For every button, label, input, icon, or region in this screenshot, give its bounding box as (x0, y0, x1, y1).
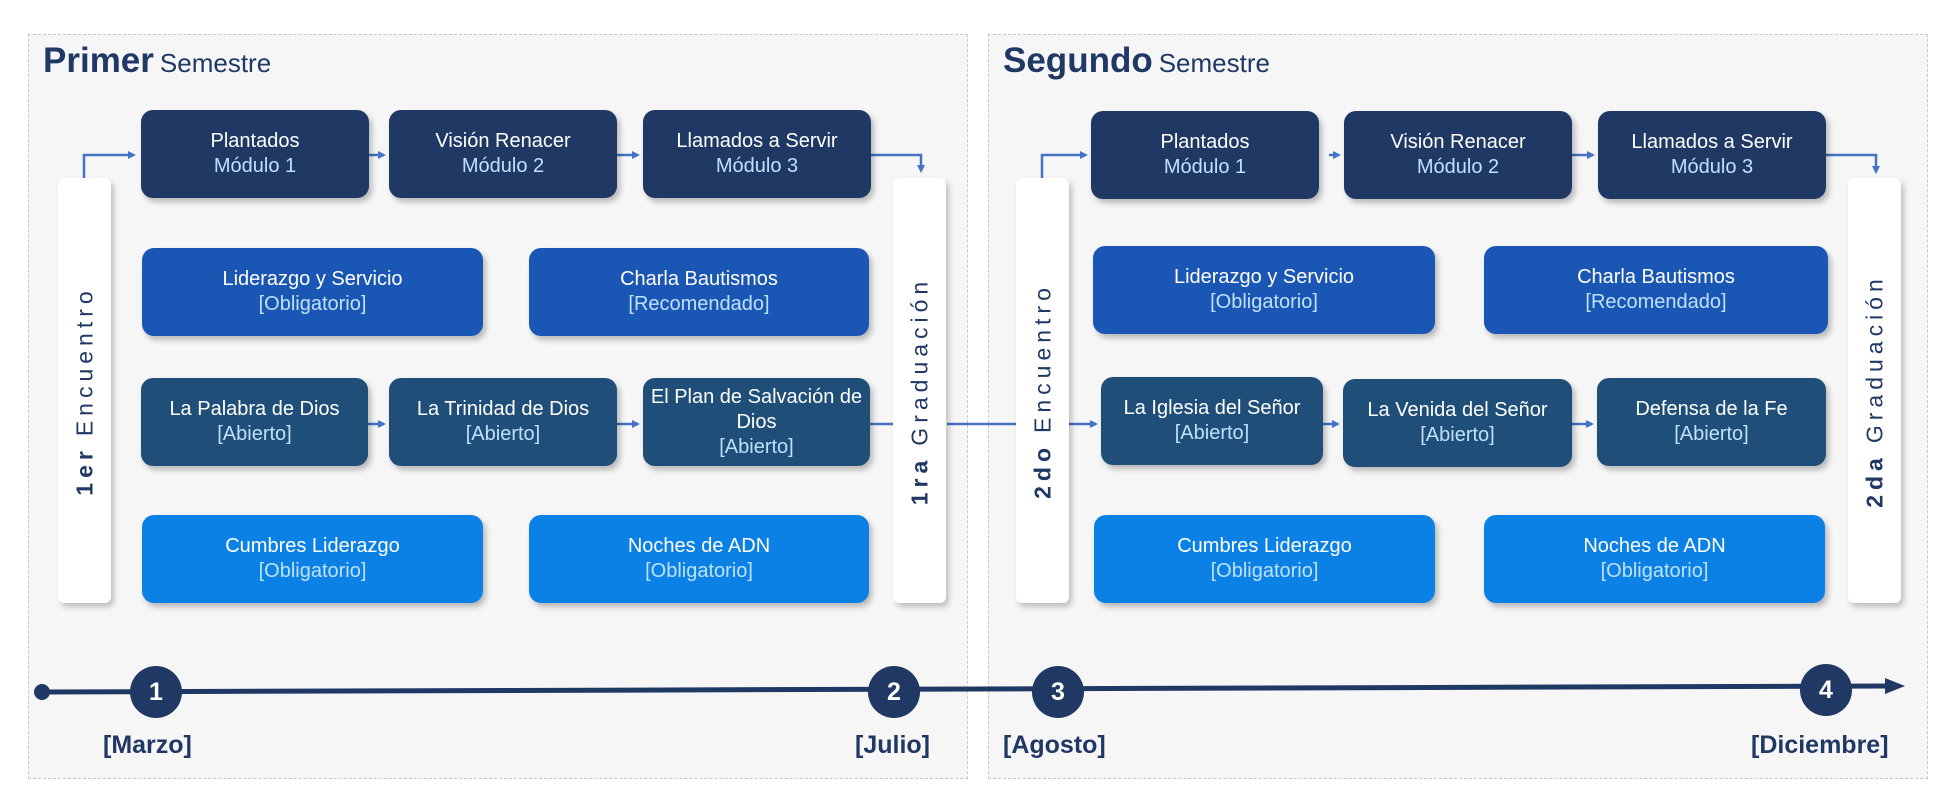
s2-defensa-title: Defensa de la Fe (1635, 398, 1788, 420)
s2-iglesia-card[interactable]: La Iglesia del Señor [Abierto] (1101, 377, 1323, 465)
s2-venida-sub: [Abierto] (1420, 424, 1495, 446)
s1-liderazgo-title: Liderazgo y Servicio (222, 268, 403, 290)
s1-module-2-card[interactable]: Visión Renacer Módulo 2 (389, 110, 617, 198)
s2-liderazgo-title: Liderazgo y Servicio (1173, 266, 1355, 288)
s2-cumbres-title: Cumbres Liderazgo (1177, 535, 1352, 557)
first-semester-title-strong: Primer (43, 41, 154, 80)
s1-palabra-card[interactable]: La Palabra de Dios [Abierto] (141, 378, 368, 466)
graduacion-2-bar: 2da Graduación (1848, 178, 1901, 603)
month-label-agosto: [Agosto] (1003, 731, 1106, 759)
s1-module-1-sub: Módulo 1 (213, 155, 297, 177)
s2-adn-title: Noches de ADN (1583, 535, 1726, 557)
timeline-arrowhead (1885, 678, 1905, 694)
s1-bautismos-card[interactable]: Charla Bautismos [Recomendado] (529, 248, 869, 336)
module3-to-graduacion2-arrow (1823, 153, 1880, 174)
s1-plan-card[interactable]: El Plan de Salvación de Dios [Abierto] (643, 378, 870, 466)
graduacion-1-label-text: Graduación (906, 276, 932, 446)
encuentro-1-label-text: Encuentro (71, 285, 97, 436)
s1-bautismos-title: Charla Bautismos (620, 268, 778, 290)
s2-module-2-sub: Módulo 2 (1416, 156, 1500, 178)
timeline-line (41, 683, 1889, 695)
s2-module-1-title: Plantados (1160, 131, 1250, 153)
s2-adn-sub: [Obligatorio] (1600, 560, 1709, 582)
first-semester-title-light: Semestre (159, 48, 272, 78)
encuentro-2-label: 2do Encuentro (1029, 283, 1056, 499)
s2-liderazgo-card[interactable]: Liderazgo y Servicio [Obligatorio] (1093, 246, 1435, 334)
graduacion-2-label-strong: 2da (1861, 452, 1887, 508)
encuentro-2-label-strong: 2do (1029, 442, 1055, 499)
timeline-node-4: 4 (1800, 664, 1852, 716)
s1-liderazgo-card[interactable]: Liderazgo y Servicio [Obligatorio] (142, 248, 483, 336)
encuentro-2-bar: 2do Encuentro (1016, 178, 1069, 603)
s2-adn-card[interactable]: Noches de ADN [Obligatorio] (1484, 515, 1825, 603)
s2-module-3-sub: Módulo 3 (1670, 156, 1754, 178)
encuentro-1-label-strong: 1er (71, 445, 97, 496)
s2-bautismos-card[interactable]: Charla Bautismos [Recomendado] (1484, 246, 1828, 334)
s1-module-3-card[interactable]: Llamados a Servir Módulo 3 (643, 110, 871, 198)
s2-iglesia-title: La Iglesia del Señor (1123, 397, 1301, 419)
timeline-node-2: 2 (868, 666, 920, 718)
encuentro2-to-module1-arrow (1040, 151, 1088, 178)
s2-cumbres-sub: [Obligatorio] (1210, 560, 1319, 582)
s1-liderazgo-sub: [Obligatorio] (258, 293, 367, 315)
s1-palabra-title: La Palabra de Dios (169, 398, 340, 420)
s1-module-3-sub: Módulo 3 (715, 155, 799, 177)
s2-module-3-card[interactable]: Llamados a Servir Módulo 3 (1598, 111, 1826, 199)
s2-module-3-title: Llamados a Servir (1631, 131, 1793, 153)
second-semester-title-strong: Segundo (1003, 41, 1153, 80)
graduacion-1-label-strong: 1ra (906, 455, 932, 505)
s2-bautismos-title: Charla Bautismos (1577, 266, 1735, 288)
s1-module-3-title: Llamados a Servir (676, 130, 838, 152)
s1-trinidad-card[interactable]: La Trinidad de Dios [Abierto] (389, 378, 617, 466)
s1-cumbres-card[interactable]: Cumbres Liderazgo [Obligatorio] (142, 515, 483, 603)
graduacion-1-label: 1ra Graduación (906, 276, 933, 504)
encuentro-1-label: 1er Encuentro (71, 286, 98, 495)
s1-cumbres-sub: [Obligatorio] (258, 560, 367, 582)
second-semester-title-light: Semestre (1158, 48, 1270, 78)
s1-module-1-title: Plantados (210, 130, 300, 152)
graduacion-2-label: 2da Graduación (1861, 274, 1888, 508)
s1-adn-card[interactable]: Noches de ADN [Obligatorio] (529, 515, 869, 603)
encuentro-1-bar: 1er Encuentro (58, 178, 111, 603)
s2-module-2-title: Visión Renacer (1390, 131, 1526, 153)
s1-module-2-sub: Módulo 2 (461, 155, 545, 177)
s2-venida-title: La Venida del Señor (1367, 399, 1548, 421)
graduacion-2-label-text: Graduación (1861, 273, 1887, 443)
s2-defensa-card[interactable]: Defensa de la Fe [Abierto] (1597, 378, 1826, 466)
s1-bautismos-sub: [Recomendado] (628, 293, 770, 315)
s1-trinidad-title: La Trinidad de Dios (416, 398, 590, 420)
s1-trinidad-sub: [Abierto] (465, 423, 541, 445)
s2-iglesia-sub: [Abierto] (1174, 422, 1250, 444)
s2-defensa-sub: [Abierto] (1674, 423, 1749, 445)
s1-plan-sub: [Abierto] (719, 435, 794, 458)
s2-liderazgo-sub: [Obligatorio] (1210, 291, 1318, 313)
month-label-marzo: [Marzo] (103, 731, 192, 759)
month-label-julio: [Julio] (855, 731, 930, 759)
module3-to-graduacion1-arrow (871, 153, 925, 173)
encuentro1-to-module1-arrow (82, 151, 136, 178)
s1-adn-sub: [Obligatorio] (645, 560, 753, 582)
graduacion-1-bar: 1ra Graduación (893, 178, 946, 603)
month-label-diciembre: [Diciembre] (1751, 731, 1889, 759)
timeline-node-1: 1 (130, 666, 182, 718)
s1-module-2-title: Visión Renacer (435, 130, 571, 152)
s2-module-1-card[interactable]: Plantados Módulo 1 (1091, 111, 1319, 199)
s2-module-2-card[interactable]: Visión Renacer Módulo 2 (1344, 111, 1572, 199)
s1-cumbres-title: Cumbres Liderazgo (225, 535, 400, 557)
s1-module-1-card[interactable]: Plantados Módulo 1 (141, 110, 369, 198)
timeline-start-dot (34, 684, 50, 700)
s2-bautismos-sub: [Recomendado] (1585, 291, 1727, 313)
s1-plan-title: El Plan de Salvación de Dios (650, 385, 863, 433)
timeline-node-3: 3 (1032, 666, 1084, 718)
s2-module-1-sub: Módulo 1 (1163, 156, 1247, 178)
s1-adn-title: Noches de ADN (627, 535, 771, 557)
encuentro-2-label-text: Encuentro (1029, 282, 1055, 433)
s2-venida-card[interactable]: La Venida del Señor [Abierto] (1343, 379, 1572, 467)
s2-cumbres-card[interactable]: Cumbres Liderazgo [Obligatorio] (1094, 515, 1435, 603)
s1-palabra-sub: [Abierto] (217, 423, 292, 445)
